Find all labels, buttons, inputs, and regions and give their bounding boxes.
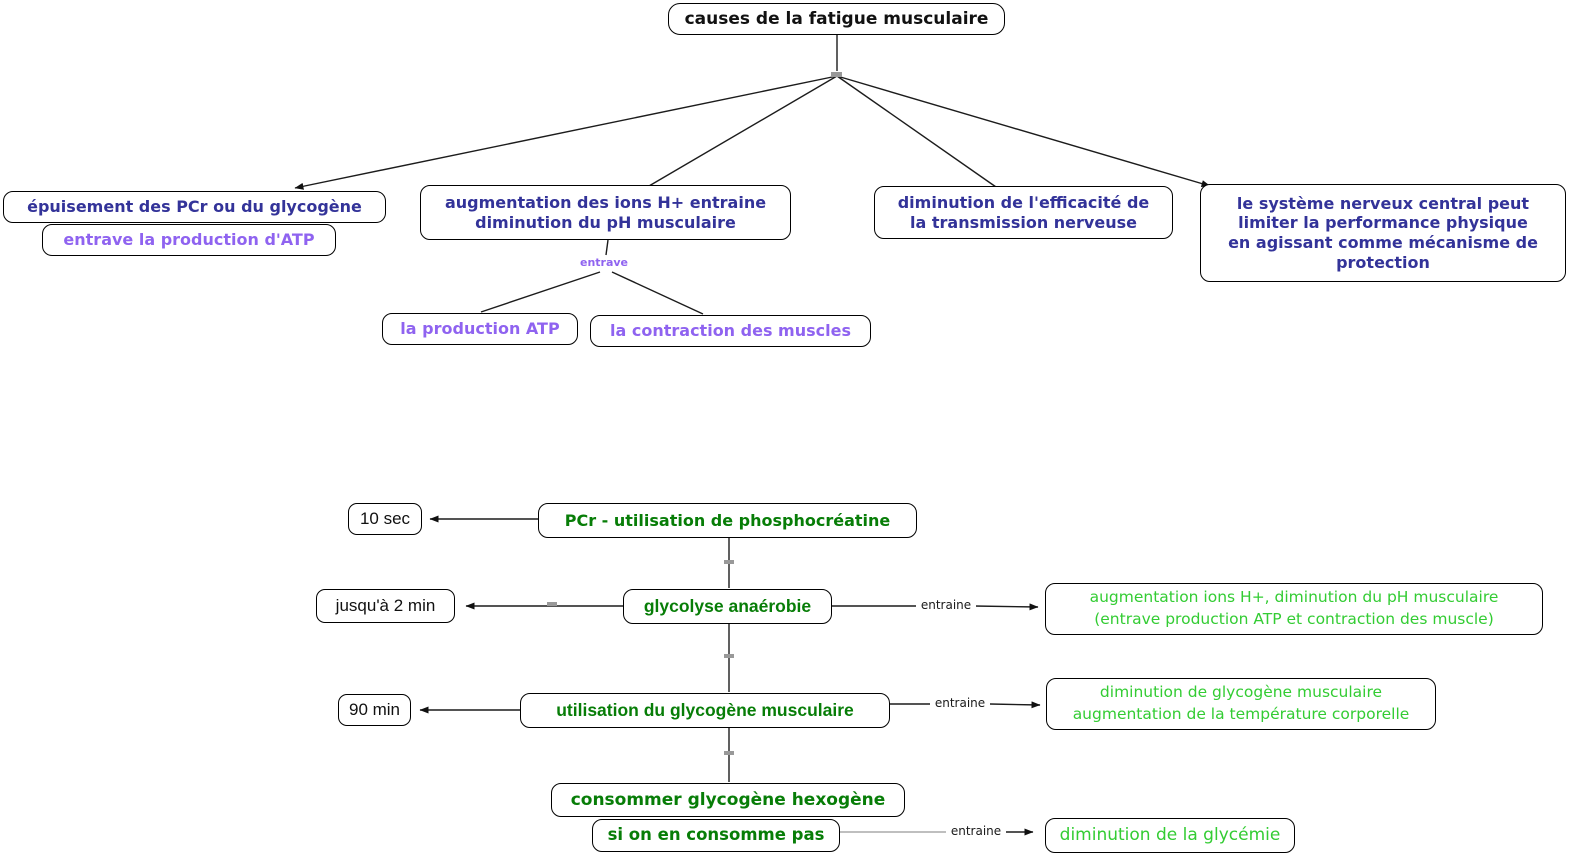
node-consommer-glycogene-hexogene[interactable]: consommer glycogène hexogène: [551, 783, 905, 817]
link-label-entraine-glycogene[interactable]: entraine: [930, 696, 990, 711]
node-glycolyse-anaerobie[interactable]: glycolyse anaérobie: [623, 589, 832, 624]
connector-line: [836, 75, 1211, 187]
node-entrave-production-atp[interactable]: entrave la production d'ATP: [42, 224, 336, 256]
connector-line: [836, 75, 997, 188]
node-la-production-atp[interactable]: la production ATP: [382, 313, 578, 345]
node-augmentation-ions-h[interactable]: augmentation des ions H+ entraine diminu…: [420, 185, 791, 240]
node-duration-2-min[interactable]: jusqu'à 2 min: [316, 589, 455, 623]
node-la-contraction-des-muscles[interactable]: la contraction des muscles: [590, 315, 871, 347]
node-systeme-nerveux-central[interactable]: le système nerveux central peut limiter …: [1200, 184, 1566, 282]
node-result-ions-h-ph[interactable]: augmentation ions H+, diminution du pH m…: [1045, 583, 1543, 635]
node-si-on-en-consomme-pas[interactable]: si on en consomme pas: [592, 819, 840, 852]
node-duration-10-sec[interactable]: 10 sec: [348, 503, 422, 535]
link-handle[interactable]: [724, 560, 734, 564]
link-label-entraine-glycolyse[interactable]: entraine: [916, 598, 976, 613]
node-root-causes-fatigue[interactable]: causes de la fatigue musculaire: [668, 3, 1005, 35]
node-epuisement-pcr-glycogene[interactable]: épuisement des PCr ou du glycogène: [3, 191, 386, 223]
connector-line: [989, 701, 1041, 709]
link-label-entrave[interactable]: entrave: [574, 256, 634, 270]
node-pcr-phosphocreatine[interactable]: PCr - utilisation de phosphocréatine: [538, 503, 917, 538]
link-label-entraine-consomme[interactable]: entraine: [946, 824, 1006, 839]
node-result-diminution-glycemie[interactable]: diminution de la glycémie: [1045, 818, 1295, 853]
node-result-glycogene-temperature[interactable]: diminution de glycogène musculaire augme…: [1046, 678, 1436, 730]
link-handle[interactable]: [724, 751, 734, 755]
connector-line: [605, 239, 609, 256]
link-handle[interactable]: [547, 602, 557, 606]
connector-line: [648, 75, 838, 187]
connector-line: [611, 271, 704, 315]
connector-line: [973, 603, 1039, 611]
link-handle[interactable]: [831, 72, 842, 77]
node-utilisation-glycogene-musculaire[interactable]: utilisation du glycogène musculaire: [520, 693, 890, 728]
link-handle[interactable]: [724, 654, 734, 658]
connector-line: [294, 75, 838, 190]
node-diminution-transmission-nerveuse[interactable]: diminution de l'efficacité de la transmi…: [874, 186, 1173, 239]
connector-line: [480, 271, 601, 313]
node-duration-90-min[interactable]: 90 min: [338, 694, 411, 726]
